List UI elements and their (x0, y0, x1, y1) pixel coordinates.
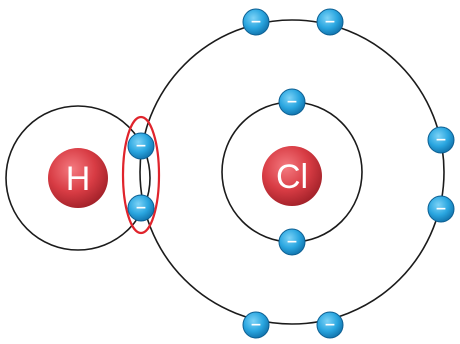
shared-pair-highlight (121, 115, 161, 235)
chlorine-inner-electron-1: − (278, 88, 306, 116)
electron-sign: − (250, 317, 262, 333)
chlorine-outer-electron-4: − (427, 195, 455, 223)
chlorine-inner-electron-2: − (278, 228, 306, 256)
electron-sign: − (135, 138, 147, 154)
electron-sign: − (286, 94, 298, 110)
chlorine-outer-electron-5: − (242, 311, 270, 339)
hydrogen-shell (5, 105, 151, 251)
shared-electron-2: − (127, 194, 155, 222)
electrons: − − − − − − − − − − (127, 8, 455, 339)
chlorine-outer-electron-3: − (427, 126, 455, 154)
electron-sign: − (435, 132, 447, 148)
electron-sign: − (324, 14, 336, 30)
electron-sign: − (286, 234, 298, 250)
chlorine-outer-electron-1: − (242, 8, 270, 36)
electron-sign: − (324, 317, 336, 333)
chlorine-outer-shell (139, 19, 445, 325)
shared-electron-1: − (127, 132, 155, 160)
hydrogen-nucleus: H (48, 148, 108, 208)
electron-sign: − (250, 14, 262, 30)
chlorine-nucleus: Cl (262, 146, 322, 206)
chlorine-symbol: Cl (276, 158, 308, 196)
electron-sign: − (135, 200, 147, 216)
hydrogen-symbol: H (66, 160, 91, 198)
chlorine-outer-electron-2: − (316, 8, 344, 36)
electron-sign: − (435, 201, 447, 217)
chlorine-outer-electron-6: − (316, 311, 344, 339)
